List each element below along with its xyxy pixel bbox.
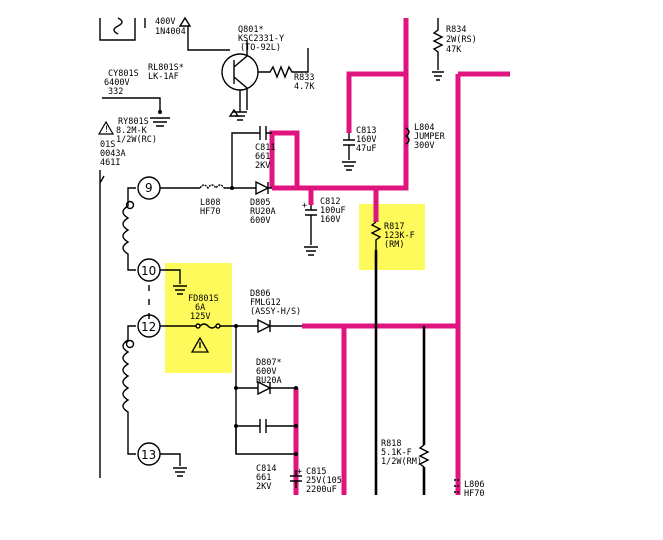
c812-capacitor: + C812 100uF 160V xyxy=(302,197,346,256)
l804-jumper: L804 JUMPER 300V xyxy=(404,123,446,151)
svg-text:47uF: 47uF xyxy=(356,144,376,154)
svg-text:C813: C813 xyxy=(356,126,376,136)
svg-text:13: 13 xyxy=(141,448,156,462)
svg-text:JUMPER: JUMPER xyxy=(414,132,446,142)
svg-text:160V: 160V xyxy=(320,215,340,225)
svg-text:CY801S: CY801S xyxy=(108,69,139,79)
svg-text:0043A: 0043A xyxy=(100,149,126,159)
svg-text:661: 661 xyxy=(256,473,271,483)
svg-text:123K-F: 123K-F xyxy=(384,231,415,241)
svg-text:RY801S: RY801S xyxy=(118,117,149,127)
svg-text:R817: R817 xyxy=(384,222,404,232)
svg-text:+: + xyxy=(302,201,307,211)
l806-inductor: L806 HF70 xyxy=(454,479,484,499)
d806-diode: D806 FMLG12 (ASSY-H/S) xyxy=(250,289,302,334)
svg-text:RU20A: RU20A xyxy=(250,207,276,217)
pink-traces xyxy=(269,18,510,495)
r834-resistor: R834 2W(RS) 47K xyxy=(432,18,477,81)
highlight-fd801s xyxy=(165,263,232,373)
svg-text:HF70: HF70 xyxy=(200,207,220,217)
svg-text:9: 9 xyxy=(145,181,153,195)
pin-10: 10 xyxy=(137,258,161,282)
pin13-ground xyxy=(160,453,187,477)
svg-text:(RM): (RM) xyxy=(384,240,404,250)
c815-capacitor: + C815 25V(105 2200uF xyxy=(290,467,342,495)
svg-text:47K: 47K xyxy=(446,45,462,55)
pin10-ground xyxy=(160,269,187,295)
highlight-r817 xyxy=(359,204,425,270)
q801-transistor: Q801* KSC2331-Y (TO-92L) R833 4.7K RL801… xyxy=(148,25,315,121)
svg-text:L806: L806 xyxy=(464,480,484,490)
svg-text:1N4004: 1N4004 xyxy=(155,27,186,37)
fd801s-fuse: FD801S 6A 125V xyxy=(160,294,258,353)
c811-capacitor: C811 661 2KV xyxy=(231,126,275,188)
svg-text:L808: L808 xyxy=(200,198,220,208)
svg-text:D805: D805 xyxy=(250,198,270,208)
r818-resistor: R818 5.1K-F 1/2W(RM) xyxy=(381,326,430,495)
pin-9: 9 xyxy=(137,176,161,200)
svg-text:R818: R818 xyxy=(381,439,401,449)
svg-text:(TO-92L): (TO-92L) xyxy=(240,43,281,53)
svg-text:5.1K-F: 5.1K-F xyxy=(381,448,412,458)
svg-text:LK-1AF: LK-1AF xyxy=(148,72,179,82)
d807-c814-network: D807* 600V RU20A C814 661 2KV xyxy=(234,326,298,492)
svg-text:L804: L804 xyxy=(414,123,434,133)
svg-text:4.7K: 4.7K xyxy=(294,82,315,92)
svg-text:01S: 01S xyxy=(100,140,115,150)
cy801-ry801: CY801S 6400V 332 ! RY801S 8.2M-K 1/2W(RC… xyxy=(97,69,170,168)
svg-text:!: ! xyxy=(104,125,109,135)
svg-text:1/2W(RM): 1/2W(RM) xyxy=(381,457,422,467)
top-left-fragment: 400V 1N4004 xyxy=(99,16,230,51)
svg-text:160V: 160V xyxy=(356,135,376,145)
svg-text:2KV: 2KV xyxy=(255,161,270,171)
svg-text:D807*: D807* xyxy=(256,358,282,368)
svg-text:1/2W(RC): 1/2W(RC) xyxy=(116,135,157,145)
svg-text:6400V: 6400V xyxy=(104,78,130,88)
transformer-winding xyxy=(99,170,150,478)
svg-text:D806: D806 xyxy=(250,289,270,299)
svg-text:461I: 461I xyxy=(100,158,120,168)
svg-text:10: 10 xyxy=(141,264,156,278)
svg-text:12: 12 xyxy=(141,320,156,334)
svg-text:332: 332 xyxy=(108,87,123,97)
svg-text:125V: 125V xyxy=(190,312,210,322)
svg-text:+: + xyxy=(297,467,302,477)
svg-text:600V: 600V xyxy=(256,367,276,377)
svg-text:2200uF: 2200uF xyxy=(306,485,337,495)
svg-text:C815: C815 xyxy=(306,467,326,477)
svg-text:(ASSY-H/S): (ASSY-H/S) xyxy=(250,307,301,317)
svg-text:FMLG12: FMLG12 xyxy=(250,298,281,308)
l808-d805: L808 HF70 D805 RU20A 600V xyxy=(160,180,276,226)
svg-text:RL801S*: RL801S* xyxy=(148,63,184,73)
warning-icon xyxy=(190,336,210,353)
svg-text:C812: C812 xyxy=(320,197,340,207)
svg-text:8.2M-K: 8.2M-K xyxy=(116,126,148,136)
svg-text:R833: R833 xyxy=(294,73,314,83)
c813-capacitor: C813 160V 47uF xyxy=(342,126,376,171)
svg-text:Q801*: Q801* xyxy=(238,25,264,35)
svg-text:R834: R834 xyxy=(446,25,466,35)
svg-text:300V: 300V xyxy=(414,141,434,151)
svg-text:KSC2331-Y: KSC2331-Y xyxy=(238,34,284,44)
svg-text:25V(105: 25V(105 xyxy=(306,476,342,486)
svg-text:RU20A: RU20A xyxy=(256,376,282,386)
svg-text:C814: C814 xyxy=(256,464,276,474)
svg-text:100uF: 100uF xyxy=(320,206,346,216)
svg-text:600V: 600V xyxy=(250,216,270,226)
svg-text:6A: 6A xyxy=(195,303,205,313)
svg-text:HF70: HF70 xyxy=(464,489,484,499)
svg-text:FD801S: FD801S xyxy=(188,294,219,304)
svg-text:C811: C811 xyxy=(255,143,275,153)
pin-13: 13 xyxy=(137,442,161,466)
r817-resistor: R817 123K-F (RM) xyxy=(370,221,415,495)
svg-text:2W(RS): 2W(RS) xyxy=(446,35,477,45)
svg-text:661: 661 xyxy=(255,152,270,162)
svg-text:400V: 400V xyxy=(155,17,175,27)
svg-text:2KV: 2KV xyxy=(256,482,271,492)
